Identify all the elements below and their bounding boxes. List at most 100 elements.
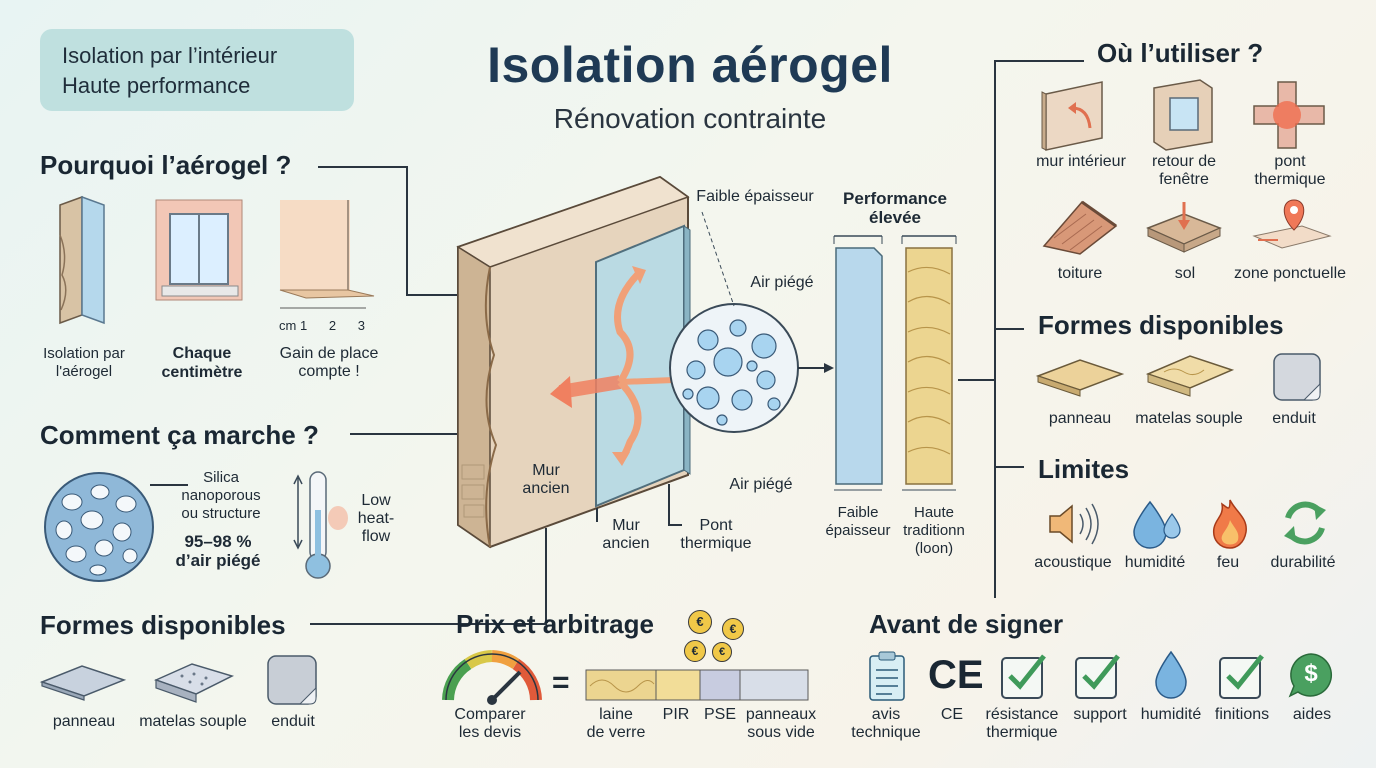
- ruler-labels: cm 1 2 3: [279, 318, 365, 333]
- equals-sign: =: [552, 666, 570, 699]
- label-line: d’air piégé: [175, 551, 261, 570]
- label-line: compte !: [298, 363, 360, 380]
- avant-label-resistance: résistance thermique: [976, 706, 1068, 742]
- humidite-check-icon: [1155, 650, 1187, 699]
- gauge-label: Comparer les devis: [440, 706, 540, 742]
- label-line: l'aérogel: [55, 363, 113, 380]
- air-percent-label: 95–98 % d’air piégé: [160, 532, 276, 570]
- performance-label: Performance élevée: [820, 189, 970, 227]
- faible-epaisseur-label: Faible épaisseur: [696, 188, 814, 205]
- window-icon: [155, 199, 243, 301]
- enduit-right-icon: [1273, 353, 1321, 401]
- thickness-comparison: [833, 235, 957, 491]
- connector: [406, 166, 408, 296]
- limite-label-feu: feu: [1216, 554, 1240, 571]
- compare-left-label: Faible épaisseur: [818, 504, 898, 540]
- floor-gain-icon: [279, 200, 375, 309]
- formes-right-label-2: matelas souple: [1135, 410, 1243, 427]
- connector: [668, 484, 670, 524]
- toiture-icon: [1042, 200, 1118, 255]
- dollar-glyph: $: [1304, 660, 1318, 687]
- coin: €: [712, 642, 732, 662]
- bar-label-laine: laine de verre: [576, 706, 656, 742]
- pourquoi-item-1: Isolation par l'aérogel: [22, 345, 146, 381]
- label-line: Mur: [532, 462, 560, 479]
- compare-right-label: Haute traditionn (loon): [892, 504, 976, 558]
- heat-flow-label: Low heat- flow: [350, 492, 402, 546]
- silica-structure-icon: [44, 472, 154, 582]
- label-line: (loon): [914, 540, 954, 557]
- tag-line-2: Haute performance: [62, 73, 251, 98]
- connector: [668, 524, 682, 526]
- label-line: Pont: [699, 517, 733, 534]
- air-piege-bottom-label: Air piégé: [729, 476, 793, 493]
- label-line: thermique: [986, 724, 1058, 741]
- label-line: centimètre: [161, 364, 243, 381]
- label-line: Silica: [203, 469, 239, 486]
- air-pores-magnifier: [669, 303, 834, 433]
- ruler-3: 3: [357, 318, 366, 333]
- label-line: résistance: [985, 706, 1059, 723]
- check-support-icon: [1075, 654, 1120, 699]
- label-line: nanoporous: [181, 487, 261, 504]
- limite-label-acoustique: acoustique: [1034, 554, 1112, 571]
- durabilite-icon: [1284, 501, 1326, 545]
- label-line: thermique: [680, 535, 752, 552]
- label-line: Haute: [913, 504, 955, 521]
- wall-label: Mur ancien: [506, 462, 586, 498]
- price-materials-bar: [585, 669, 809, 701]
- euro-coins-icon: € € € €: [684, 606, 748, 664]
- connector: [958, 379, 996, 381]
- label-line: flow: [361, 528, 391, 545]
- label-line: sous vide: [747, 724, 815, 741]
- heat-flow-arrows: [550, 266, 675, 466]
- retour-fenetre-icon: [1153, 79, 1213, 151]
- connector: [994, 466, 1024, 468]
- bar-label-pse: PSE: [703, 706, 736, 723]
- avant-label-aides: aides: [1292, 706, 1332, 723]
- formes-right-heading: Formes disponibles: [1038, 310, 1284, 340]
- avant-heading: Avant de signer: [869, 609, 1064, 639]
- limite-label-durabilite: durabilité: [1270, 554, 1336, 571]
- header-tag: Isolation par l’intérieur Haute performa…: [40, 29, 354, 111]
- avis-technique-icon: [869, 651, 905, 701]
- label-line: Low: [361, 492, 391, 509]
- ou-label-fenetre: retour de fenêtre: [1136, 153, 1232, 189]
- label-line: ou structure: [181, 505, 261, 522]
- connector: [994, 60, 1084, 62]
- formes-left-label-1: panneau: [52, 713, 116, 730]
- pourquoi-item-3: Gain de place compte !: [262, 345, 396, 381]
- matelas-souple-icon: [153, 663, 235, 703]
- pont-thermique-icon: [1253, 81, 1325, 149]
- label-line: Chaque: [172, 345, 232, 362]
- connector: [318, 166, 408, 168]
- connector: [350, 433, 486, 435]
- enduit-icon: [267, 655, 317, 705]
- pourquoi-item-2: Chaque centimètre: [142, 344, 262, 382]
- limites-heading: Limites: [1038, 454, 1130, 484]
- connector: [150, 484, 188, 486]
- matelas-right-icon: [1145, 355, 1235, 397]
- bar-label-pir: PIR: [662, 706, 690, 723]
- formes-right-label-3: enduit: [1272, 410, 1316, 427]
- label-line: laine: [599, 706, 633, 723]
- label-line: panneaux: [745, 706, 817, 723]
- label-line: heat-: [357, 510, 395, 527]
- air-piege-top-label: Air piégé: [750, 274, 814, 291]
- silica-label: Silica nanoporous ou structure: [166, 469, 276, 523]
- limite-label-humidite: humidité: [1124, 554, 1186, 571]
- ruler-1: 1: [299, 318, 308, 333]
- connector: [596, 508, 598, 522]
- page-subtitle: Rénovation contrainte: [553, 103, 827, 134]
- avant-label-ce: CE: [940, 706, 964, 723]
- label-line: ancien: [522, 480, 570, 497]
- connector: [310, 623, 546, 625]
- label-line: technique: [851, 724, 921, 741]
- label-line: Comparer: [454, 706, 526, 723]
- label-line: Isolation par: [43, 345, 125, 362]
- formes-right-label-1: panneau: [1048, 410, 1112, 427]
- price-gauge-icon: [442, 650, 542, 705]
- acoustique-icon: [1049, 503, 1099, 545]
- label-line: retour de: [1151, 153, 1217, 170]
- check-finitions-icon: [1219, 654, 1264, 699]
